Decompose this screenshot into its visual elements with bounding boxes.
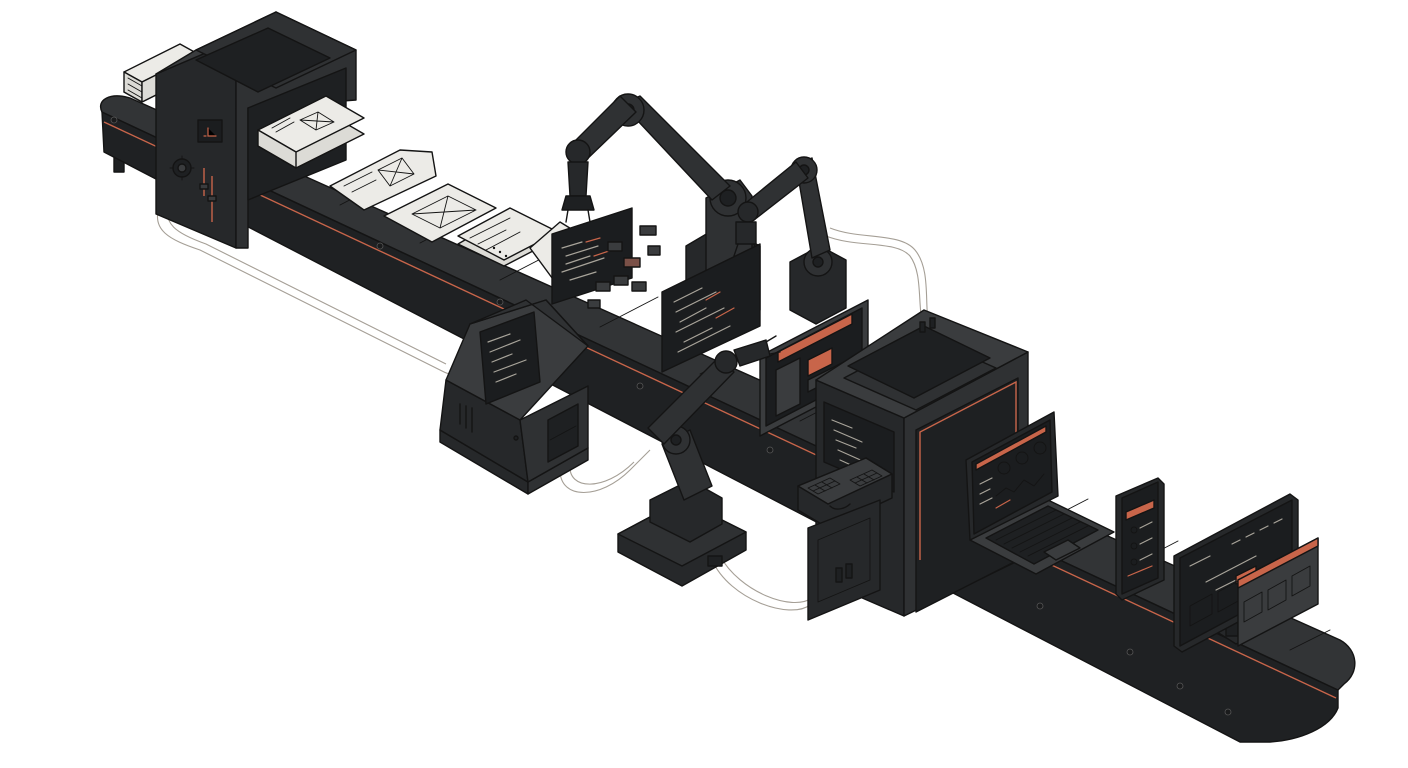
- document-stack: [257, 95, 365, 169]
- console-screen: [479, 311, 541, 405]
- vent-icon: [459, 403, 473, 433]
- gear-icon: [169, 155, 195, 181]
- robot-arm-3: [617, 335, 781, 587]
- control-console-1: [439, 299, 589, 495]
- desktop-monitor: [1173, 493, 1319, 653]
- code-panel-2: [661, 243, 761, 373]
- code-panel-1: [551, 207, 633, 305]
- laptop-device: [965, 411, 1115, 575]
- code-blocks: [587, 225, 661, 309]
- phone-device: [1115, 477, 1165, 601]
- keypad-right: [849, 469, 883, 487]
- keypad-left: [807, 477, 841, 495]
- wireframe-sheet: [329, 149, 437, 211]
- wireframe-sheet-2: [383, 183, 497, 243]
- robot-arm-2: [733, 156, 847, 325]
